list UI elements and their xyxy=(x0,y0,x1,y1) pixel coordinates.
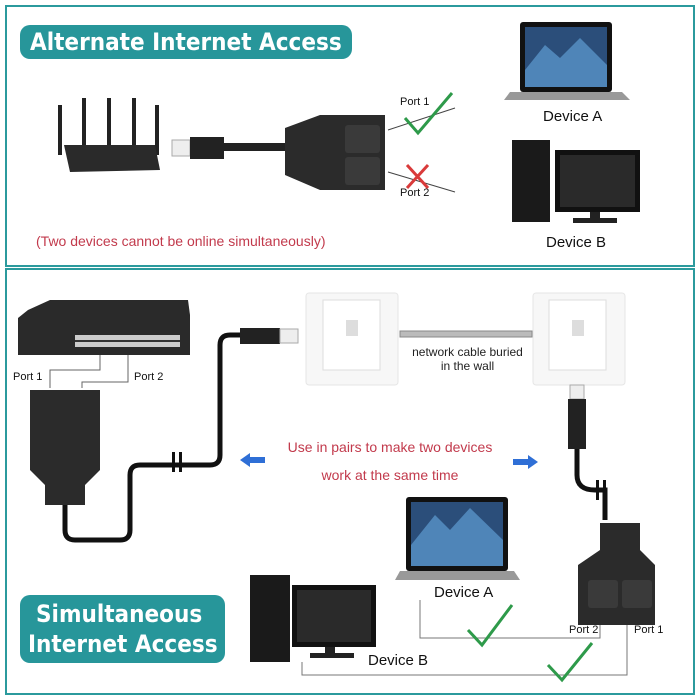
check-icon-device-b xyxy=(546,642,594,683)
wall-label-line1: network cable buried xyxy=(412,345,523,359)
device-b-label-bottom: Device B xyxy=(368,652,429,669)
title-line1: Simultaneous xyxy=(36,600,203,628)
laptop-device-a-image xyxy=(504,22,630,100)
note-line2: work at the same time xyxy=(321,467,459,483)
wall-label-line2: in the wall xyxy=(440,359,495,373)
router-image xyxy=(58,98,160,172)
desktop-device-b-image-bottom xyxy=(250,575,376,662)
switch-port1-label: Port 1 xyxy=(13,371,43,383)
device-b-label: Device B xyxy=(546,234,607,251)
port2-label: Port 2 xyxy=(400,187,430,199)
rj45-cable-top xyxy=(171,115,385,190)
cross-icon xyxy=(405,163,430,190)
switch-port2-label: Port 2 xyxy=(134,371,164,383)
device-a-label: Device A xyxy=(543,108,603,125)
buried-cable xyxy=(399,330,533,338)
check-icon xyxy=(403,92,454,136)
port1-label: Port 1 xyxy=(400,96,430,108)
simultaneous-access-panel xyxy=(5,268,695,695)
arrow-right-icon xyxy=(513,455,538,469)
alternate-note: (Two devices cannot be online simultaneo… xyxy=(36,233,326,249)
alternate-access-title: Alternate Internet Access xyxy=(20,25,352,59)
alternate-access-panel xyxy=(5,5,695,267)
wall-plate-right xyxy=(532,292,626,386)
device-a-label-bottom: Device A xyxy=(434,584,494,601)
simultaneous-access-title: Simultaneous Internet Access xyxy=(20,595,225,663)
laptop-device-a-image-bottom xyxy=(395,497,520,580)
check-icon-device-a xyxy=(466,604,514,648)
wall-plate-left xyxy=(305,292,399,386)
simultaneous-note: Use in pairs to make two devices work at… xyxy=(255,433,525,489)
wall-cable-label: network cable buried in the wall xyxy=(400,345,535,373)
splitter-left-image xyxy=(30,328,299,543)
note-line1: Use in pairs to make two devices xyxy=(287,439,493,455)
splitter-port2-label: Port 2 xyxy=(569,624,599,636)
splitter-right-image xyxy=(568,384,655,625)
title-line2: Internet Access xyxy=(28,630,218,658)
arrow-left-icon xyxy=(240,453,265,467)
splitter-port1-label: Port 1 xyxy=(634,624,664,636)
desktop-device-b-image xyxy=(512,140,640,223)
network-switch-image xyxy=(18,300,190,355)
